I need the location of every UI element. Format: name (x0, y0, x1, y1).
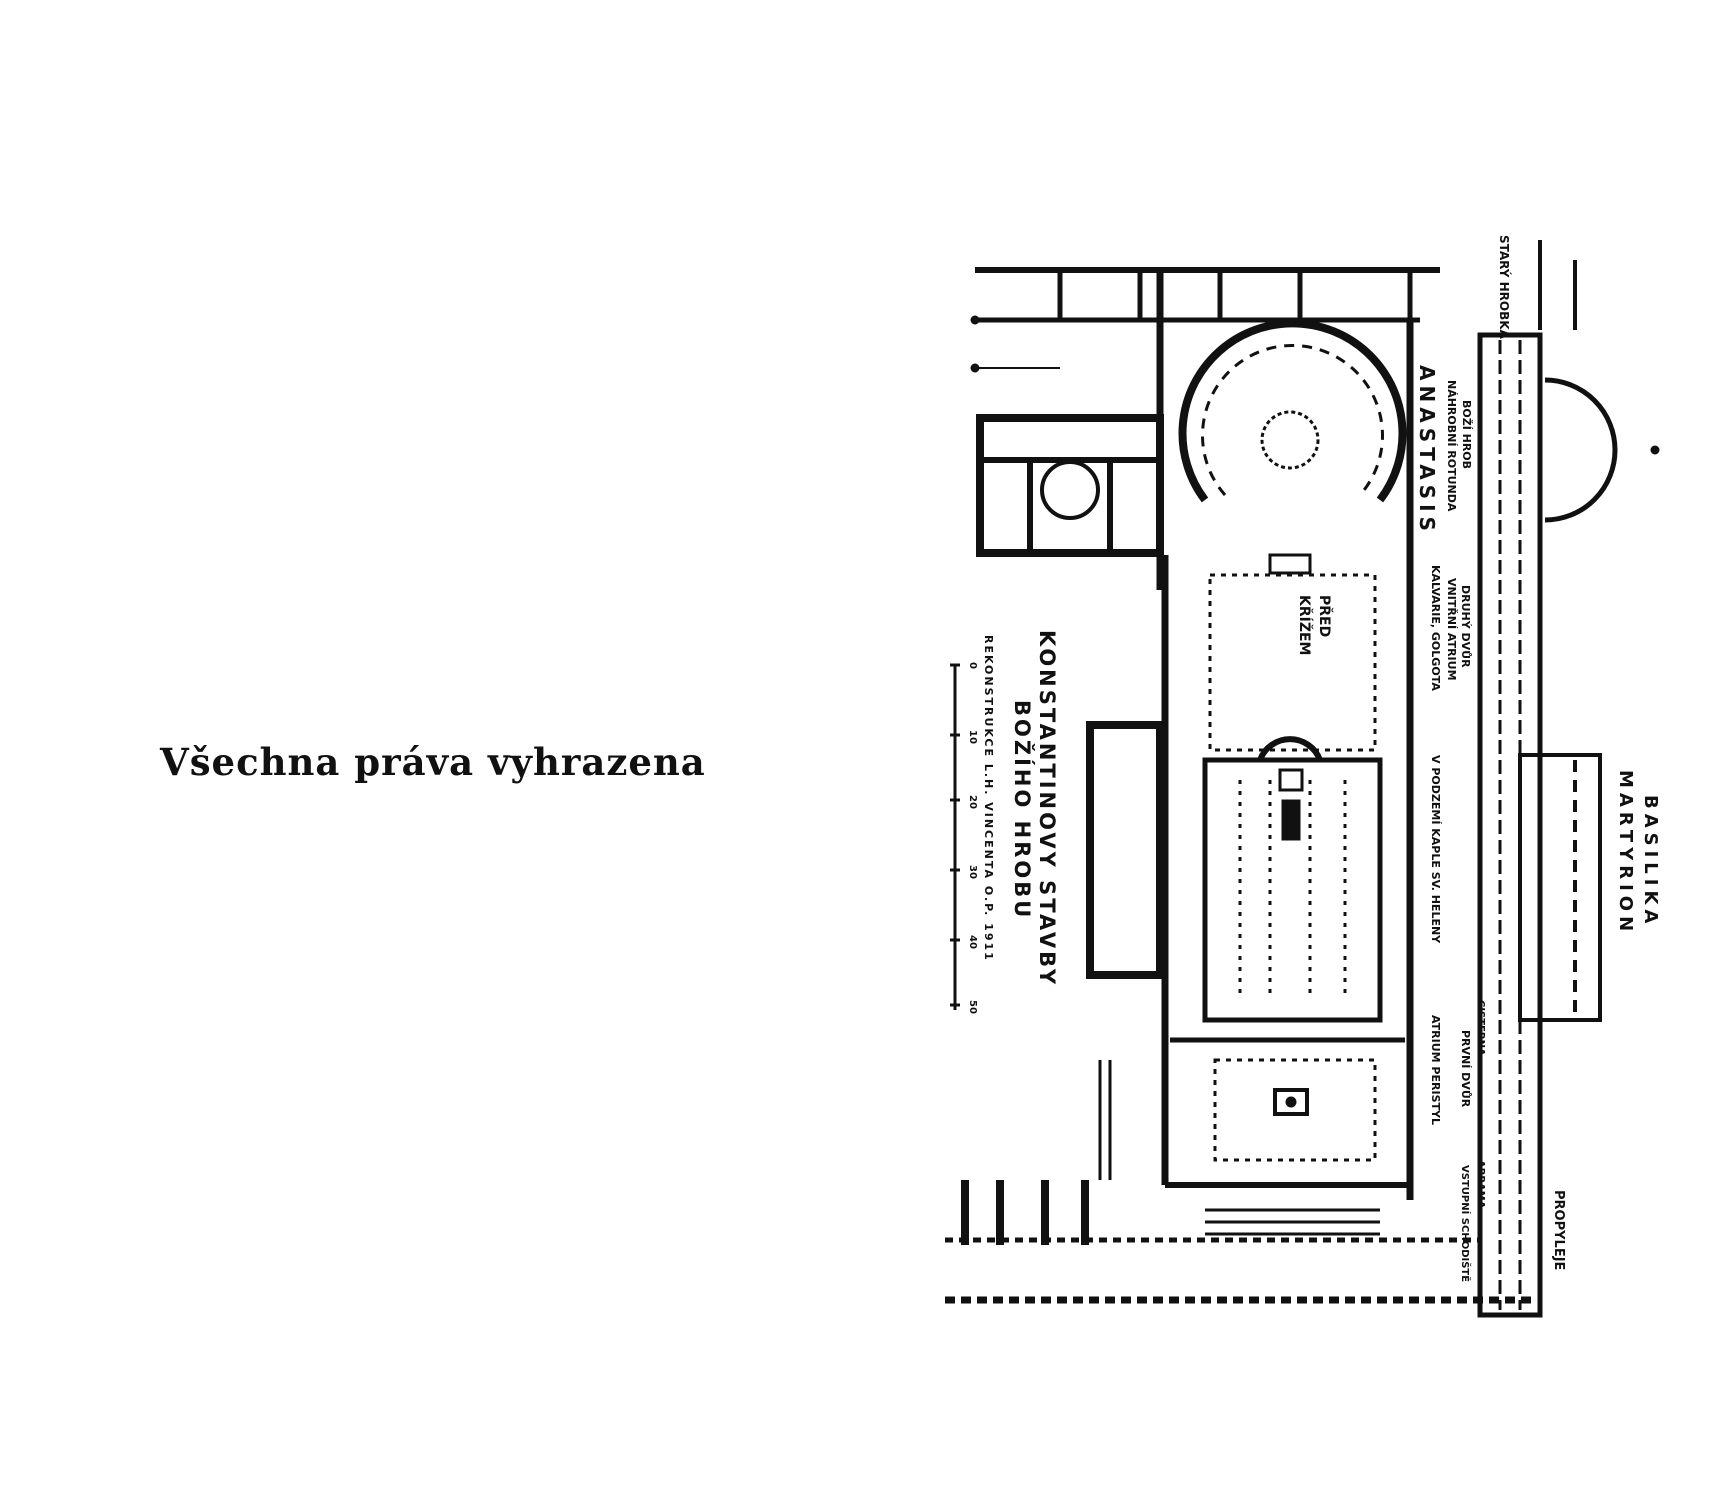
label-bozi-hrob: BOŽÍ HROB (1460, 400, 1473, 469)
label-cisterna: CISTERNA (1475, 1000, 1486, 1056)
scale-tick: 20 (967, 795, 978, 809)
label-stary-hrob: STARÝ HROBKA (1497, 235, 1512, 340)
label-atrium-peristyl: ATRIUM PERISTYL (1429, 1015, 1442, 1125)
plan-reconstruction: REKONSTRUKCE L.H. VINCENTA O.P. 1911 (982, 635, 995, 962)
scale-bar-ticks: 0 10 20 30 40 50 (967, 662, 978, 1014)
label-vstupni-schodiste: VSTUPNÍ SCHODIŠTĚ (1459, 1165, 1472, 1282)
scale-tick: 40 (967, 935, 978, 949)
scale-tick: 50 (967, 1000, 978, 1014)
label-krizem: KŘÍŽEM (1296, 595, 1313, 655)
label-kaple: V PODZEMÍ KAPLE SV. HELENY (1429, 755, 1442, 944)
label-nahrobni-rotunda: NÁHROBNÍ ROTUNDA (1445, 380, 1458, 512)
label-prvni-dvur: PRVNÍ DVŮR (1459, 1030, 1472, 1108)
plan-title-line2: BOŽÍHO HROBU (1010, 700, 1035, 920)
scale-tick: 10 (967, 730, 978, 744)
rights-notice: Všechna práva vyhrazena (160, 740, 706, 784)
scale-tick: 0 (967, 662, 978, 669)
label-basilika: BASILIKA (1640, 795, 1661, 928)
label-pred: PŘED (1316, 595, 1333, 637)
label-propyleje: PROPYLEJE (1551, 1190, 1566, 1270)
plan-labels: STARÝ HROBKA ANASTASIS BOŽÍ HROB NÁHROBN… (982, 235, 1661, 1282)
plan-title-line1: KONSTANTINOVY STAVBY (1035, 630, 1059, 987)
label-vnitrni-atrium: VNITŘNÍ ATRIUM (1445, 578, 1458, 681)
label-druhy-dvur: DRUHÝ DVŮR (1459, 585, 1472, 668)
label-anastasis: ANASTASIS (1415, 365, 1439, 536)
plan-walls (945, 240, 1660, 1318)
label-kalvarie: KALVARIE, GOLGOTA (1429, 565, 1442, 691)
label-martyrion: MARTYRION (1615, 770, 1636, 936)
label-abrama: ABRAMA (1475, 1160, 1486, 1209)
scale-tick: 30 (967, 865, 978, 879)
